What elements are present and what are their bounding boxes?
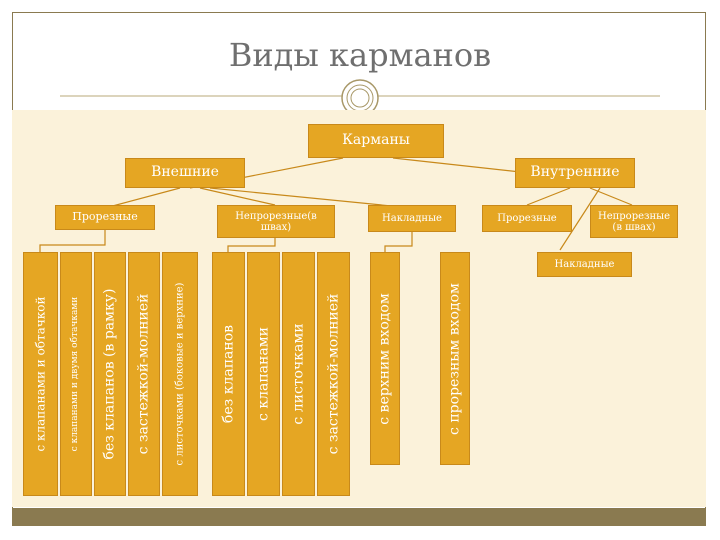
connector-int-slit <box>527 188 570 205</box>
patch-type-2-label: с прорезным входом <box>447 259 462 459</box>
slit-type-5-label: с листочками (боковые и верхние) <box>175 279 186 469</box>
node-external-patch: Накладные <box>368 205 456 232</box>
node-internal-slit: Прорезные <box>482 205 572 232</box>
node-internal: Внутренние <box>515 158 635 188</box>
slit-type-4-label: с застежкой-молнией <box>136 259 151 489</box>
nonslit-type-3-label: с листочками <box>291 259 306 489</box>
patch-type-1-label: с верхним входом <box>377 259 392 459</box>
node-internal-nonslit: Непрорезные (в швах) <box>590 205 678 238</box>
nonslit-type-2-label: с клапанами <box>256 259 271 489</box>
slit-type-3-label: без клапанов (в рамку) <box>102 259 117 489</box>
nonslit-type-3: с листочками <box>282 252 315 496</box>
slit-type-2-label: с клапанами и двумя обтачками <box>71 259 81 489</box>
nonslit-type-1: без клапанов <box>212 252 245 496</box>
slit-type-5: с листочками (боковые и верхние) <box>162 252 198 496</box>
patch-type-1: с верхним входом <box>370 252 400 465</box>
slit-type-2: с клапанами и двумя обтачками <box>60 252 92 496</box>
node-external-nonslit: Непрорезные(в швах) <box>217 205 335 238</box>
nonslit-type-2: с клапанами <box>247 252 280 496</box>
connector-int-nonslit <box>590 188 632 205</box>
connector-nonslit-children <box>228 238 275 252</box>
nonslit-type-1-label: без клапанов <box>221 259 236 489</box>
patch-type-2: с прорезным входом <box>440 252 470 465</box>
slit-type-3: без клапанов (в рамку) <box>94 252 126 496</box>
node-external-slit: Прорезные <box>55 205 155 230</box>
slit-type-1-label: с клапанами и обтачкой <box>34 259 47 489</box>
slit-type-1: с клапанами и обтачкой <box>23 252 58 496</box>
nonslit-type-4: с застежкой-молнией <box>317 252 350 496</box>
node-root: Карманы <box>308 124 444 158</box>
connector-patch-children <box>385 232 412 252</box>
nonslit-type-4-label: с застежкой-молнией <box>326 259 341 489</box>
connector-slit-children <box>40 230 105 252</box>
slit-type-4: с застежкой-молнией <box>128 252 160 496</box>
node-internal-patch: Накладные <box>537 252 632 277</box>
node-external: Внешние <box>125 158 245 188</box>
